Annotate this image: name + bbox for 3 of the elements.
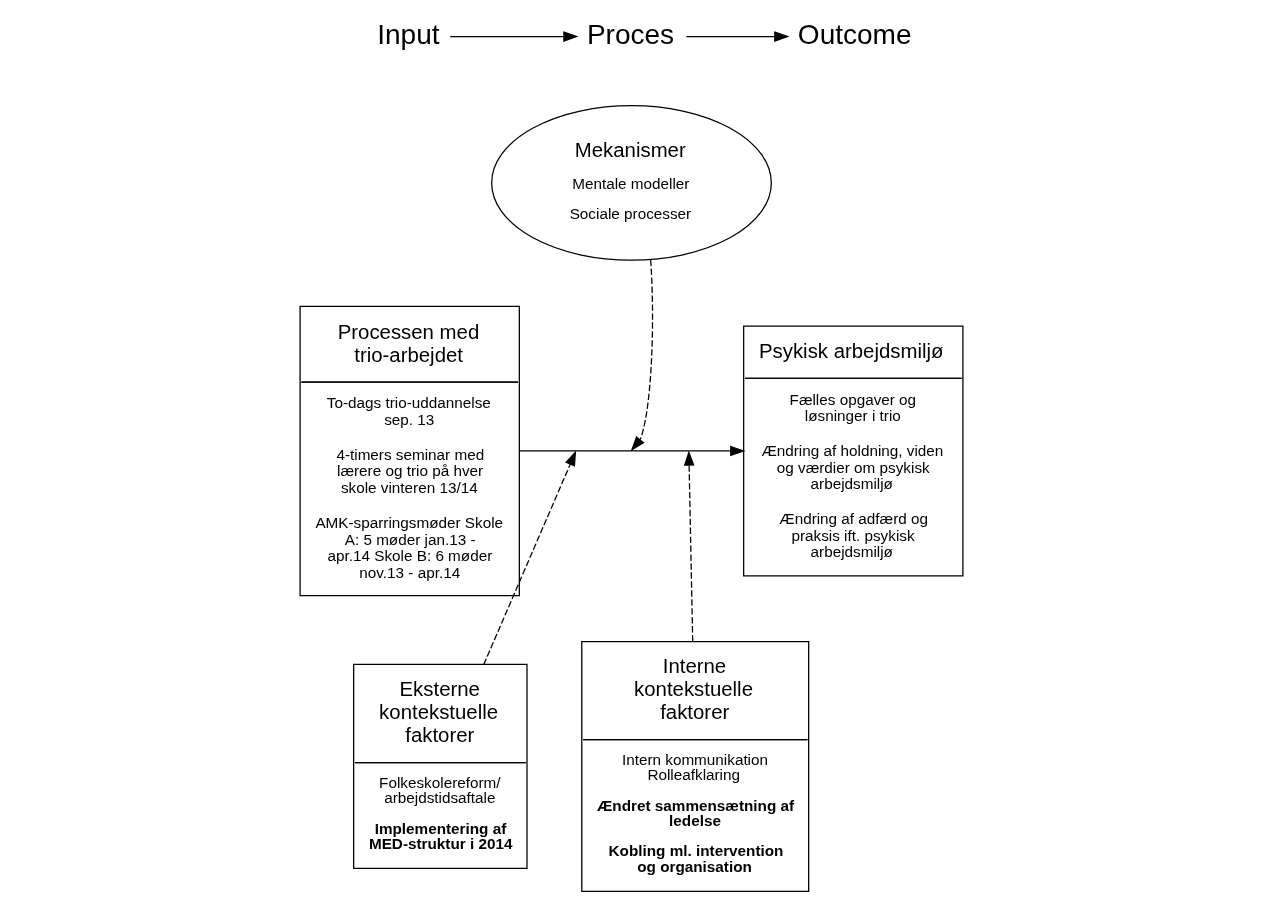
node-text: Outcome <box>797 18 912 50</box>
node-text: Proces <box>586 18 675 50</box>
node-text: Input <box>377 18 440 50</box>
